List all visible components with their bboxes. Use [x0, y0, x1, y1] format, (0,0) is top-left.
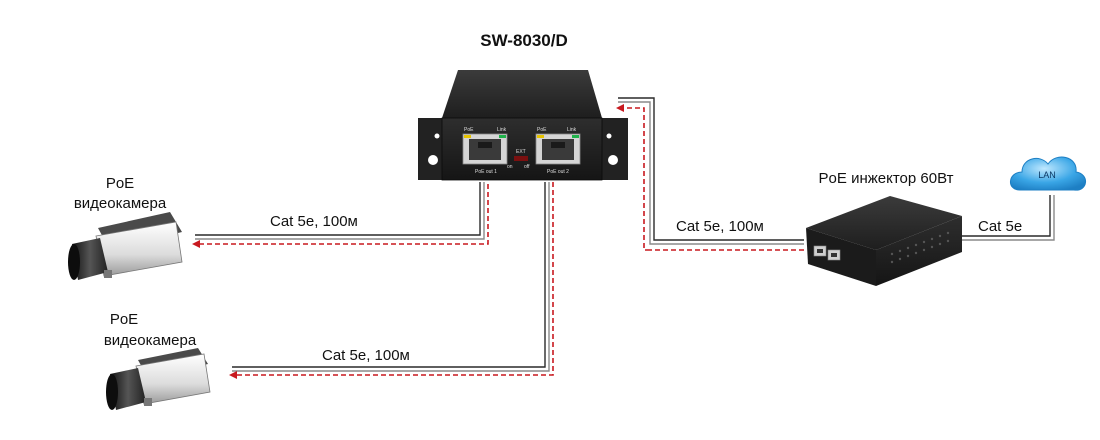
poe-led-label: PoE: [464, 127, 474, 133]
cable-switch-to-camera-top: [192, 182, 489, 248]
camera-bottom-label-line1: PoE: [110, 311, 138, 328]
cable-label-lan: Cat 5e: [978, 218, 1022, 235]
poe-led-label-2: PoE: [537, 127, 547, 133]
cable-label-camera-bottom: Cat 5e, 100м: [322, 347, 410, 364]
switch-ext-label: EXT: [516, 149, 526, 155]
camera-bottom-label-line2: видеокамера: [104, 332, 197, 349]
camera-top-label-line1: PoE: [106, 175, 134, 192]
camera-bottom-icon: [106, 348, 211, 410]
ext-toggle[interactable]: [514, 156, 528, 161]
cable-switch-to-camera-bottom: [229, 182, 554, 379]
link-led-label: Link: [497, 127, 507, 133]
cable-lan-to-injector: [962, 195, 1055, 241]
port2-label: PoE out 2: [547, 169, 569, 175]
lan-cloud-icon: [1010, 156, 1086, 191]
cable-label-injector: Cat 5e, 100м: [676, 218, 764, 235]
camera-top-label-line2: видеокамера: [74, 195, 167, 212]
switch-title: SW-8030/D: [480, 31, 568, 50]
lan-cloud-label: LAN: [1038, 170, 1056, 180]
switch-on-label: on: [507, 164, 513, 170]
cable-injector-to-switch: [616, 97, 804, 251]
camera-top-icon: [68, 212, 183, 280]
port1-label: PoE out 1: [475, 169, 497, 175]
switch-device: PoE Link PoE out 1 EXT on off PoE Link P…: [418, 70, 628, 181]
poe-out-2-port[interactable]: [535, 133, 581, 165]
injector-label: PoE инжектор 60Вт: [819, 170, 954, 187]
switch-off-label: off: [524, 164, 530, 170]
poe-out-1-port[interactable]: [462, 133, 508, 165]
link-led: [499, 135, 506, 138]
cable-label-camera-top: Cat 5e, 100м: [270, 213, 358, 230]
poe-injector-icon: [806, 196, 962, 286]
link-led-label-2: Link: [567, 127, 577, 133]
poe-led: [464, 135, 471, 138]
